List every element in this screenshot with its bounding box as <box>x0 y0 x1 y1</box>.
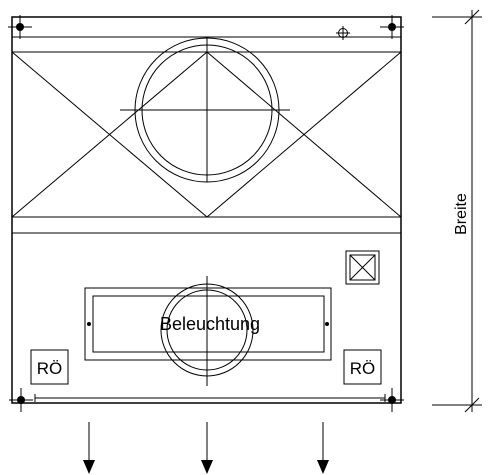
dimension-tick-top <box>464 9 480 25</box>
fan-section <box>11 37 402 234</box>
crosshair-icon-top-left <box>8 15 32 39</box>
airflow-arrows <box>83 422 329 474</box>
dimension-label: Breite <box>453 193 470 235</box>
lighting-frame-outer <box>84 287 332 361</box>
arrow-down-icon-2 <box>201 422 213 474</box>
lighting-frame-left-dot <box>87 322 91 326</box>
lighting-section: Beleuchtung RÖ RÖ <box>30 250 382 386</box>
lighting-frame-inner <box>92 295 325 353</box>
dimension-tick-bottom <box>464 397 480 413</box>
crosshair-icon-bottom-right <box>380 388 404 412</box>
inspection-label-right: RÖ <box>350 359 376 378</box>
crosshair-icon-bottom-left <box>9 388 33 412</box>
arrow-down-icon-1 <box>83 422 95 474</box>
panel-diagonal-2 <box>11 51 208 218</box>
inspection-label-left: RÖ <box>37 359 63 378</box>
lighting-label: Beleuchtung <box>160 314 260 334</box>
crosshair-icon-top-right <box>380 15 404 39</box>
arrow-down-icon-3 <box>317 422 329 474</box>
x-box-icon <box>345 250 380 285</box>
panel-diagonal-4 <box>206 51 402 218</box>
lighting-frame-right-dot <box>325 322 329 326</box>
inspection-box-right: RÖ <box>343 349 382 385</box>
circle-cross-icon <box>336 26 350 40</box>
dimension-width: Breite <box>432 9 482 413</box>
inspection-box-left: RÖ <box>30 349 69 385</box>
